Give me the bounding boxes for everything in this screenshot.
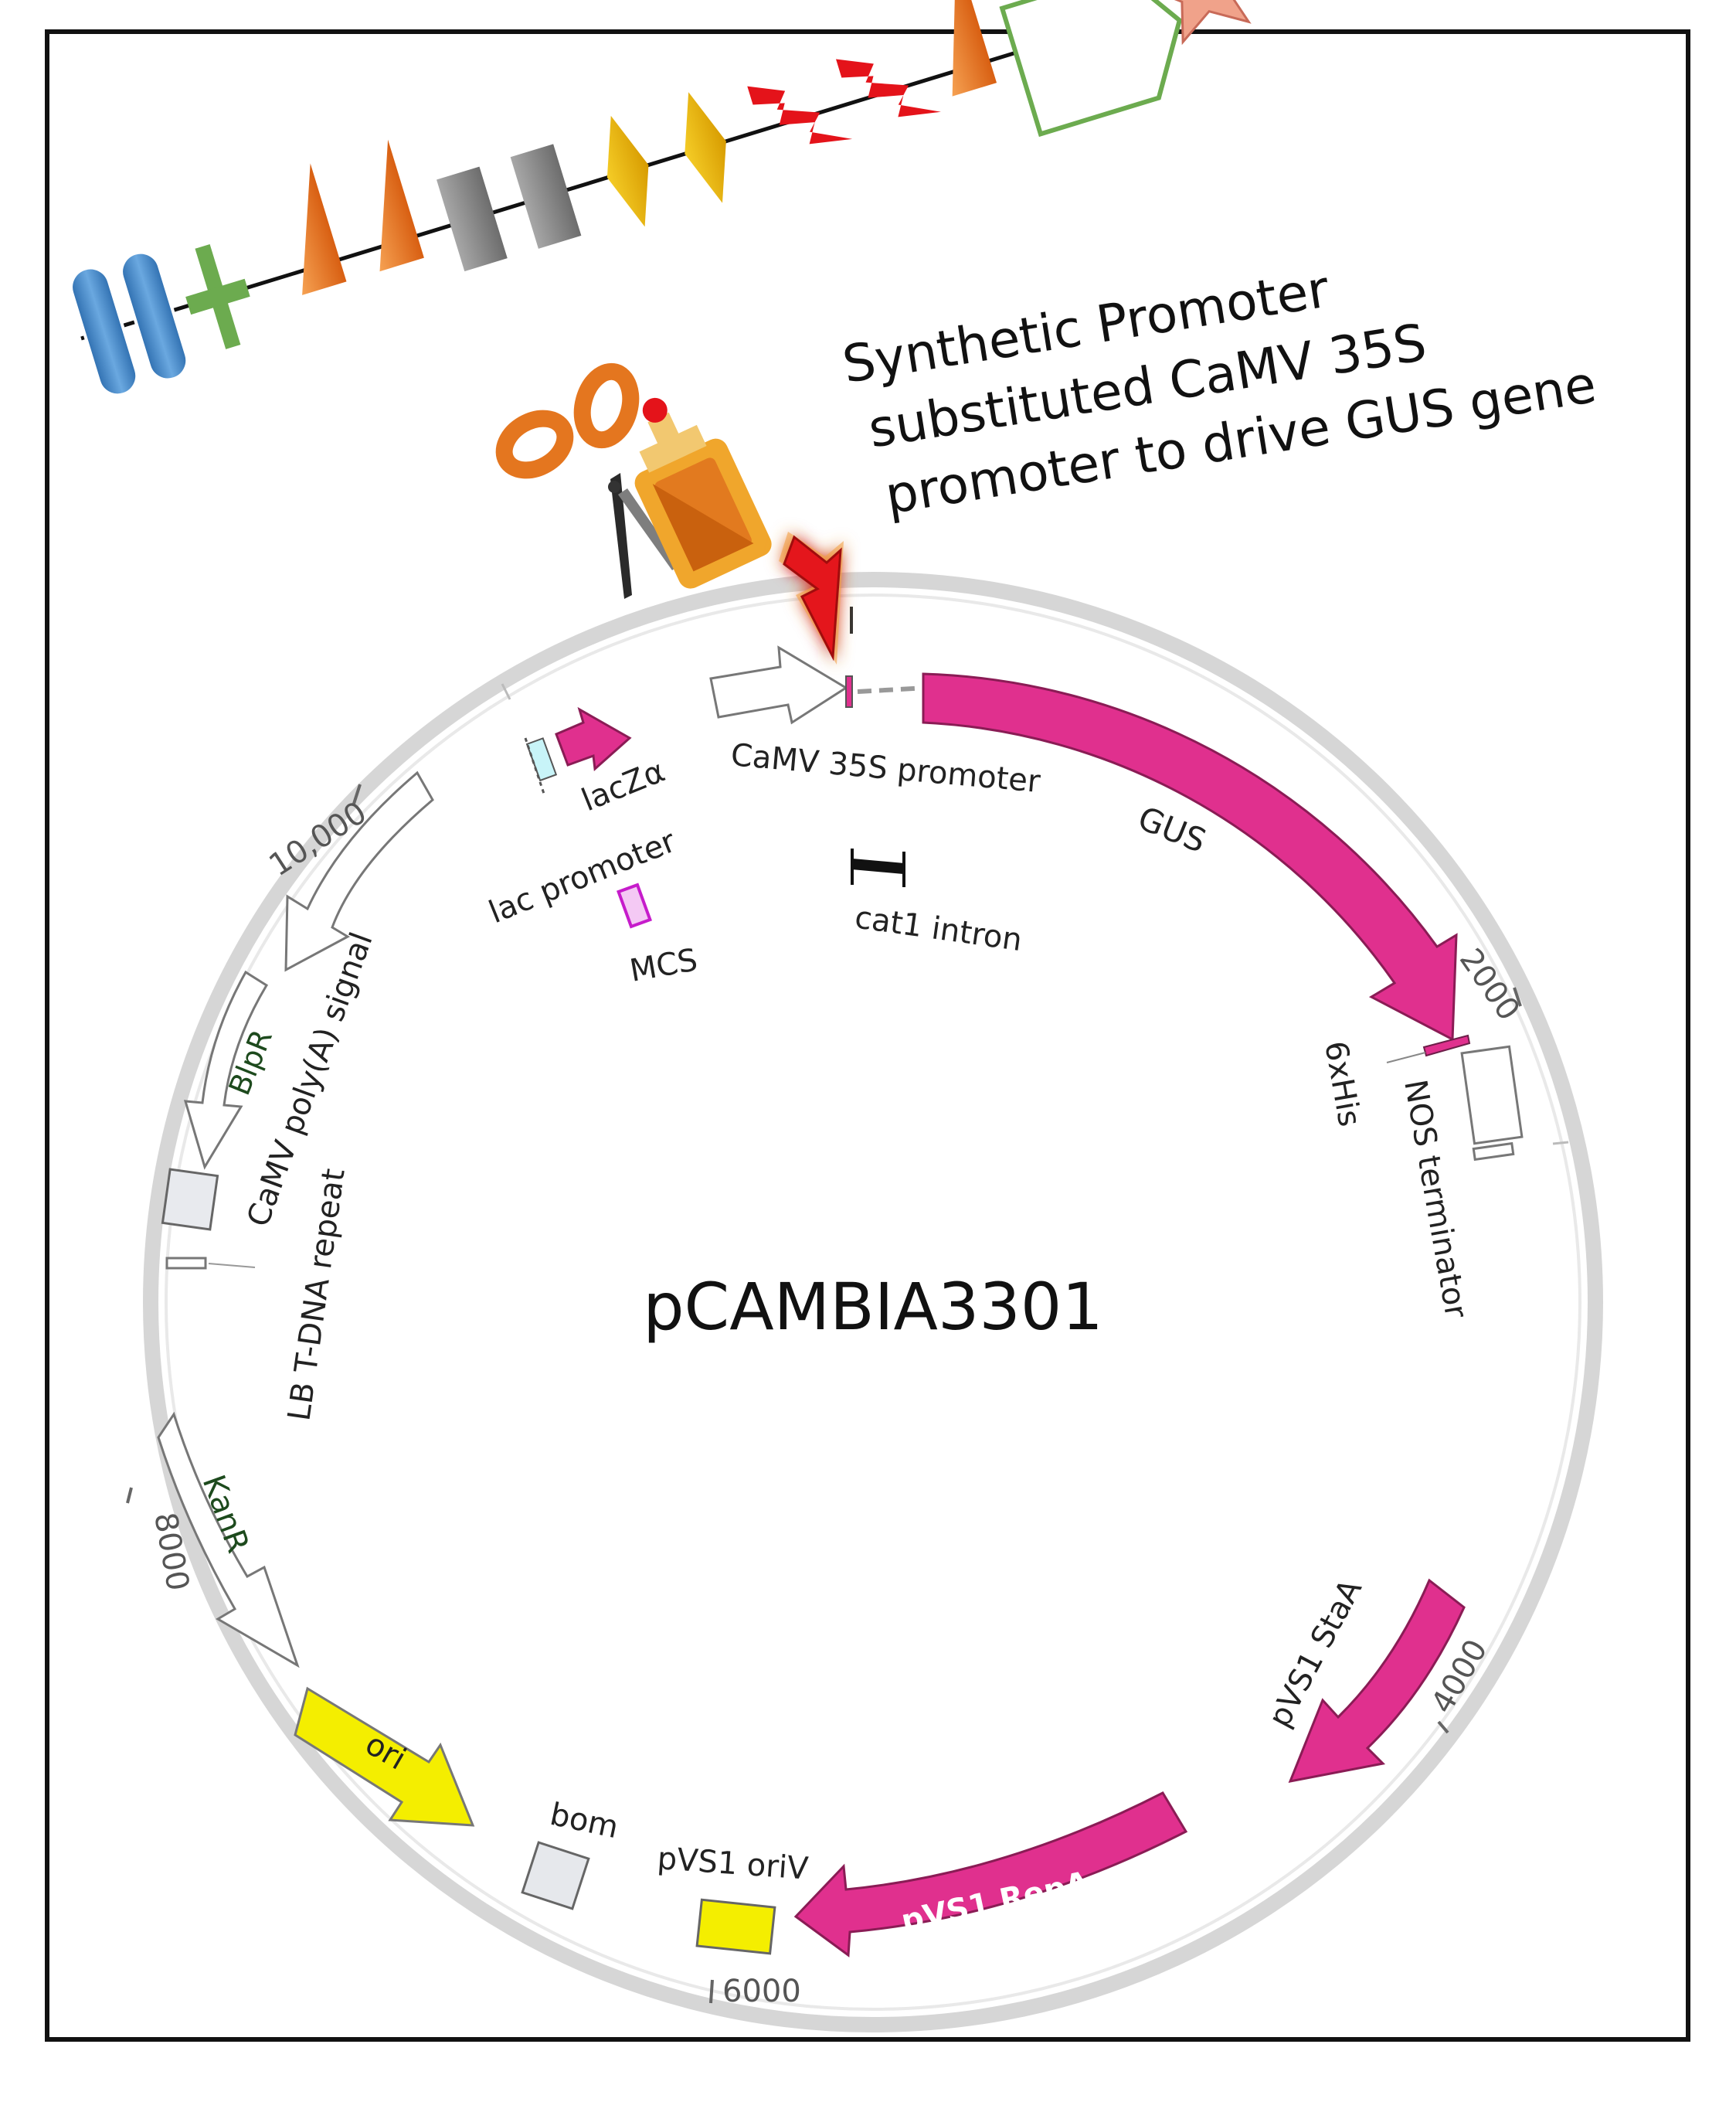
tick-mark-8000	[126, 1487, 133, 1504]
nos-terminator-label: NOS terminator	[1397, 1077, 1474, 1321]
his6-leader	[1386, 1052, 1426, 1063]
lb-repeat-small	[165, 1257, 207, 1270]
plasmid-map: 2000 4000 6000 8000 10,000 pCAMBIA3301 C…	[126, 532, 1603, 2032]
diamond-icon	[685, 92, 726, 203]
pvs1-oriv-box	[695, 1898, 776, 1955]
triangle-icon	[952, 0, 997, 97]
plus-icon	[185, 243, 250, 349]
synthetic-promoter-chain	[70, 0, 1252, 397]
lac-promoter-line	[524, 737, 546, 797]
tick-mark-6000	[709, 1979, 714, 2004]
tick-mark-2000	[1513, 987, 1522, 1007]
star-icon	[1142, 0, 1252, 46]
lb-repeat-label: LB T-DNA repeat	[281, 1166, 352, 1423]
caption: Synthetic Promoter substituted CaMV 35S …	[838, 259, 1600, 526]
lightning-icon	[747, 86, 853, 145]
bom-label: bom	[547, 1797, 621, 1845]
scissors-icon	[495, 362, 680, 599]
pvs1-repa-arrow	[793, 1791, 1188, 1957]
triangle-icon	[302, 163, 347, 295]
tick-mark-10000	[352, 784, 362, 804]
tick-mark-4000	[1437, 1720, 1449, 1734]
gus-label: GUS	[1133, 799, 1211, 860]
block-icon	[437, 166, 508, 272]
gus-arrow	[922, 672, 1458, 1042]
backbone-circle-inner	[165, 594, 1581, 2011]
backbone-tick	[1552, 1141, 1569, 1145]
mcs-label: MCS	[627, 942, 700, 989]
red-arrow-icon	[779, 532, 844, 665]
nos-terminator-marker	[1460, 1045, 1524, 1145]
lb-repeat-box	[161, 1168, 219, 1231]
pvs1-oriv-label: pVS1 oriV	[656, 1841, 810, 1887]
triangle-icon	[379, 139, 424, 272]
camv-polya-signal-arrow	[284, 770, 434, 972]
lac-promoter-label: lac promoter	[484, 824, 681, 931]
backbone-tick	[501, 683, 511, 700]
mcs-marker	[617, 883, 652, 929]
camv35s-promoter-label: CaMV 35S promoter	[729, 737, 1042, 800]
nos-terminator-small-marker	[1472, 1141, 1515, 1162]
his6-label: 6xHis	[1317, 1039, 1367, 1129]
kanr-arrow	[157, 1411, 300, 1668]
pvs1-staa-arrow	[1288, 1578, 1466, 1783]
ori-arrow	[294, 1686, 475, 1827]
block-icon	[510, 144, 582, 249]
blpr-arrow	[183, 970, 269, 1170]
plasmid-name: pCAMBIA3301	[643, 1269, 1103, 1345]
bom-box	[521, 1841, 590, 1910]
glue-bottle-icon	[634, 397, 772, 589]
backbone-circle	[143, 572, 1603, 2032]
camv35s-promoter-arrow	[709, 645, 848, 725]
tick-label-6000: 6000	[722, 1974, 801, 2009]
lightning-icon	[836, 59, 941, 117]
lacza-label: lacZα	[577, 753, 671, 818]
lb-repeat-leader	[208, 1263, 256, 1268]
pentagon-icon	[999, 0, 1183, 138]
cat1-intron-marker	[851, 849, 905, 887]
lacza-arrow	[555, 706, 632, 772]
capsule-icon	[70, 250, 189, 397]
dashed-connector	[857, 685, 928, 694]
lac-promoter-marker	[525, 737, 558, 782]
cat1-intron-label: cat1 intron	[853, 900, 1024, 958]
his-tag-bar-top	[845, 675, 853, 708]
diamond-icon	[606, 115, 649, 227]
